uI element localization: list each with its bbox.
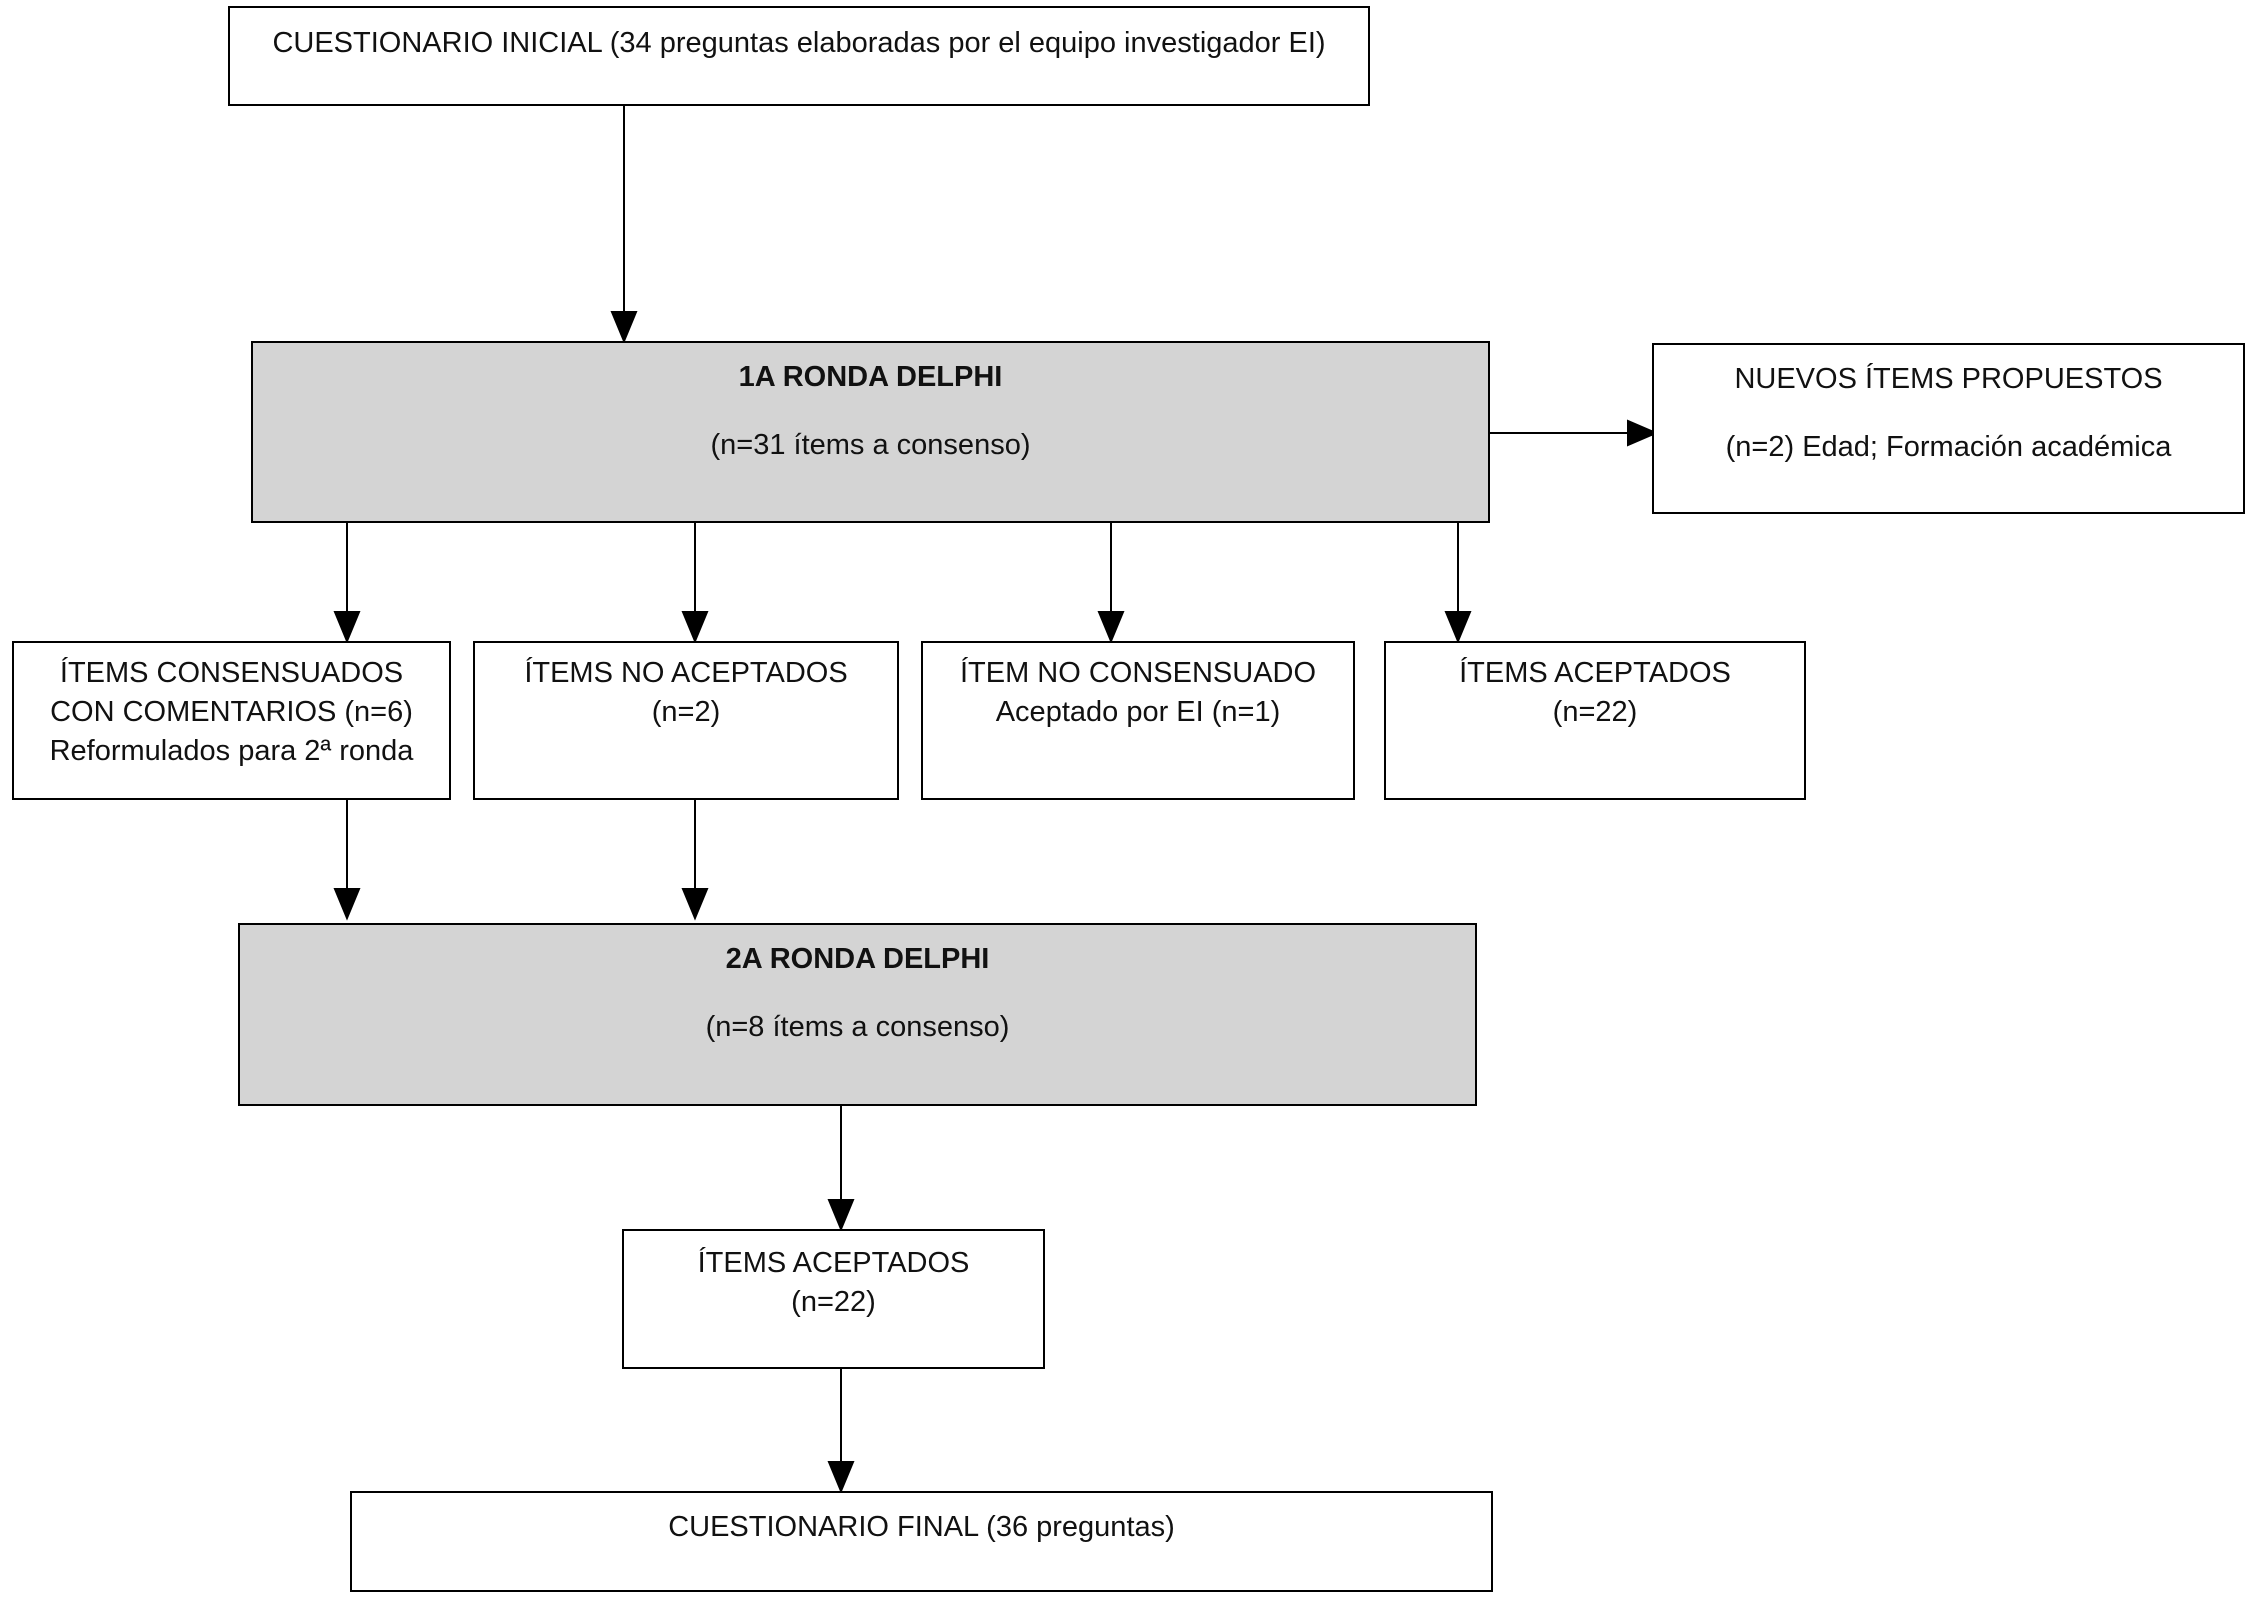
initial-questionnaire-box: CUESTIONARIO INICIAL (34 preguntas elabo… [228, 6, 1370, 106]
no-consensuado-line1: ÍTEM NO CONSENSUADO [959, 657, 1317, 689]
round1-subtitle: (n=31 ítems a consenso) [710, 429, 1031, 461]
round2-box: 2A RONDA DELPHI (n=8 ítems a consenso) [238, 923, 1477, 1106]
initial-questionnaire-text: CUESTIONARIO INICIAL (34 preguntas elabo… [272, 27, 1326, 59]
final-questionnaire-box: CUESTIONARIO FINAL (36 preguntas) [350, 1491, 1493, 1592]
new-items-title: NUEVOS ÍTEMS PROPUESTOS [1734, 363, 2163, 395]
aceptados2-box: ÍTEMS ACEPTADOS (n=22) [622, 1229, 1045, 1369]
no-aceptados-box: ÍTEMS NO ACEPTADOS (n=2) [473, 641, 899, 800]
round1-title: 1A RONDA DELPHI [738, 361, 1003, 393]
consensuados-line2: CON COMENTARIOS (n=6) [50, 696, 413, 728]
round2-title: 2A RONDA DELPHI [725, 943, 990, 975]
consensuados-line1: ÍTEMS CONSENSUADOS [59, 657, 404, 689]
no-aceptados-line2: (n=2) [651, 696, 721, 728]
no-consensuado-line2: Aceptado por EI (n=1) [995, 696, 1281, 728]
aceptados1-box: ÍTEMS ACEPTADOS (n=22) [1384, 641, 1806, 800]
consensuados-box: ÍTEMS CONSENSUADOS CON COMENTARIOS (n=6)… [12, 641, 451, 800]
round1-box: 1A RONDA DELPHI (n=31 ítems a consenso) [251, 341, 1490, 523]
new-items-detail: (n=2) Edad; Formación académica [1725, 431, 2172, 463]
consensuados-line3: Reformulados para 2ª ronda [49, 735, 414, 767]
aceptados1-line2: (n=22) [1552, 696, 1638, 728]
no-consensuado-box: ÍTEM NO CONSENSUADO Aceptado por EI (n=1… [921, 641, 1355, 800]
aceptados1-line1: ÍTEMS ACEPTADOS [1459, 657, 1731, 689]
final-questionnaire-text: CUESTIONARIO FINAL (36 preguntas) [668, 1511, 1175, 1543]
new-items-box: NUEVOS ÍTEMS PROPUESTOS (n=2) Edad; Form… [1652, 343, 2245, 514]
aceptados2-line1: ÍTEMS ACEPTADOS [697, 1247, 970, 1279]
no-aceptados-line1: ÍTEMS NO ACEPTADOS [524, 657, 848, 689]
round2-subtitle: (n=8 ítems a consenso) [705, 1011, 1010, 1043]
aceptados2-line2: (n=22) [791, 1286, 876, 1318]
